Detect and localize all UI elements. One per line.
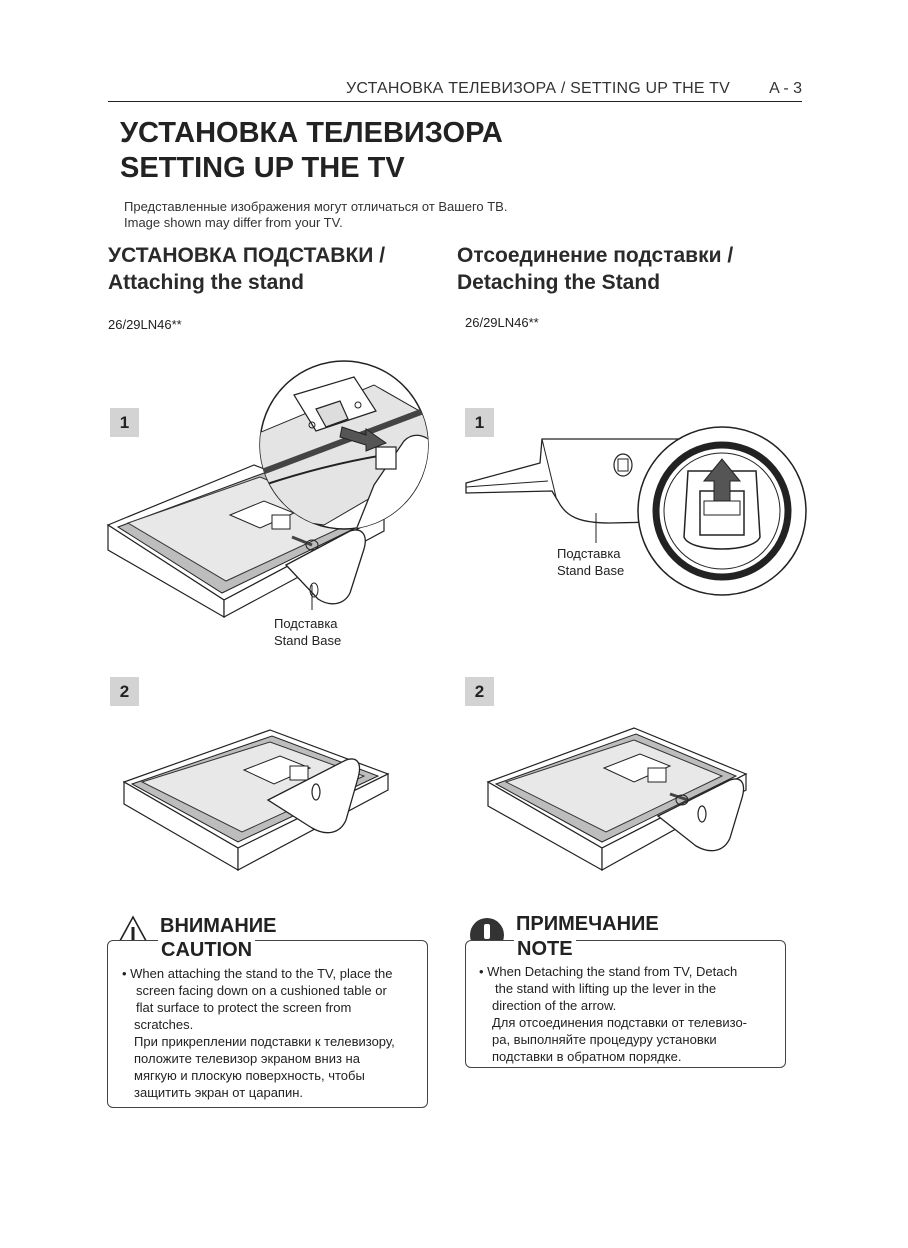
- page-number: A - 3: [769, 80, 802, 97]
- note-text: • When Detaching the stand from TV, Deta…: [479, 963, 781, 1065]
- attach-step-2-illustration: [122, 729, 390, 872]
- attach-callout-ru: Подставка: [274, 616, 338, 631]
- detach-section-heading: Отсоединение подставки / Detaching the S…: [457, 242, 733, 296]
- detach-step-2-badge: 2: [465, 677, 494, 706]
- image-disclaimer-ru: Представленные изображения могут отличат…: [124, 199, 508, 214]
- note-line: Для отсоединения подставки от телевизо-: [492, 1015, 748, 1030]
- caution-line: • When attaching the stand to the TV, pl…: [122, 966, 393, 981]
- detach-stand-base-callout: Подставка Stand Base: [557, 545, 624, 579]
- attach-heading-ru: УСТАНОВКА ПОДСТАВКИ /: [108, 244, 386, 267]
- caution-box: [107, 940, 428, 1108]
- running-header-title: УСТАНОВКА ТЕЛЕВИЗОРА / SETTING UP THE TV: [345, 80, 730, 97]
- attach-step-1-badge: 1: [110, 408, 139, 437]
- caution-line: защитить экран от царапин.: [134, 1085, 304, 1100]
- detach-callout-ru: Подставка: [557, 546, 621, 561]
- attach-heading-en: Attaching the stand: [108, 271, 305, 294]
- caution-heading-ru: ВНИМАНИЕ: [160, 915, 277, 937]
- note-heading-en: NOTE: [514, 937, 576, 961]
- page-title-ru: УСТАНОВКА ТЕЛЕВИЗОРА: [120, 117, 503, 149]
- image-disclaimer-en: Image shown may differ from your TV.: [124, 215, 343, 230]
- image-disclaimer: Представленные изображения могут отличат…: [124, 199, 507, 231]
- note-line: the stand with lifting up the lever in t…: [495, 981, 717, 996]
- running-header: УСТАНОВКА ТЕЛЕВИЗОРА / SETTING UP THE TV…: [108, 80, 802, 102]
- attach-callout-en: Stand Base: [274, 633, 342, 648]
- note-line: ра, выполняйте процедуру установки: [492, 1032, 717, 1047]
- attach-step-1-illustration: [106, 360, 429, 619]
- detach-heading-ru: Отсоединение подставки /: [457, 244, 734, 267]
- caution-line: flat surface to protect the screen from: [136, 1000, 352, 1015]
- attach-stand-base-callout: Подставка Stand Base: [274, 615, 341, 649]
- note-heading-ru: ПРИМЕЧАНИЕ: [516, 913, 659, 935]
- detach-heading-en: Detaching the Stand: [457, 271, 661, 294]
- detach-callout-en: Stand Base: [557, 563, 625, 578]
- detach-step-1-illustration: [465, 426, 807, 596]
- caution-line: При прикреплении подставки к телевизору,: [134, 1034, 395, 1049]
- note-line: direction of the arrow.: [492, 998, 617, 1013]
- attach-section-heading: УСТАНОВКА ПОДСТАВКИ / Attaching the stan…: [108, 242, 385, 296]
- caution-line: screen facing down on a cushioned table …: [136, 983, 387, 998]
- detach-step-1-badge: 1: [465, 408, 494, 437]
- caution-line: scratches.: [134, 1017, 194, 1032]
- page-title-en: SETTING UP THE TV: [120, 152, 405, 184]
- note-line: подставки в обратном порядке.: [492, 1049, 682, 1064]
- page-title: УСТАНОВКА ТЕЛЕВИЗОРА SETTING UP THE TV: [120, 116, 503, 186]
- note-line: • When Detaching the stand from TV, Deta…: [479, 964, 738, 979]
- caution-line: мягкую и плоскую поверхность, чтобы: [134, 1068, 365, 1083]
- caution-text: • When attaching the stand to the TV, pl…: [122, 965, 424, 1101]
- caution-heading-en: CAUTION: [158, 938, 256, 962]
- note-box: [465, 940, 786, 1068]
- detach-step-2-illustration: [486, 727, 748, 872]
- attach-step-2-badge: 2: [110, 677, 139, 706]
- caution-line: положите телевизор экраном вниз на: [134, 1051, 360, 1066]
- attach-model-number: 26/29LN46**: [108, 317, 182, 332]
- detach-model-number: 26/29LN46**: [465, 315, 539, 330]
